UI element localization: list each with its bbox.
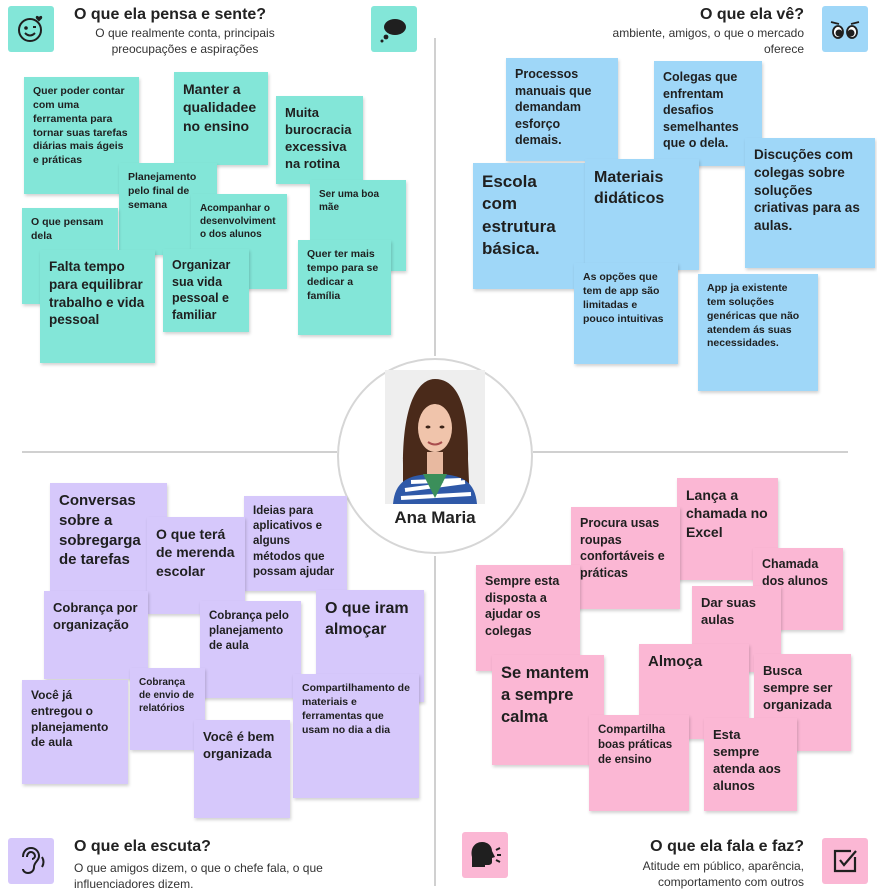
sticky-note-purple-cobranca-pelo-planejamento-de-au[interactable]: Cobrança pelo planejamento de aula [200,601,301,698]
sticky-note-purple-o-que-tera-de-merenda-escolar[interactable]: O que terá de merenda escolar [147,517,245,614]
sticky-note-blue-discucoes-com-colegas-sobre-solu[interactable]: Discuções com colegas sobre soluções cri… [745,138,875,268]
sticky-note-blue-materiais-didaticos[interactable]: Materiais didáticos [585,159,699,270]
smile-heart-icon [8,6,54,52]
ear-icon [8,838,54,884]
thought-bubble-icon [371,6,417,52]
persona-name: Ana Maria [394,508,476,527]
sticky-note-blue-as-opcoes-que-tem-de-app-sao-lim[interactable]: As opções que tem de app são limitadas e… [574,263,678,364]
quadrant-subtitle-pensa-sente: O que realmente conta, principais preocu… [95,26,275,56]
sticky-note-blue-colegas-que-enfrentam-desafios-s[interactable]: Colegas que enfrentam desafios semelhant… [654,61,762,166]
sticky-note-purple-compartilhamento-de-materiais-e-[interactable]: Compartilhamento de materiais e ferramen… [293,674,419,798]
sticky-note-blue-escola-com-estrutura-basica[interactable]: Escola com estrutura básica. [473,163,585,289]
sticky-note-purple-ideias-para-aplicativos-e-alguns[interactable]: Ideias para aplicativos e alguns métodos… [244,496,347,591]
sticky-note-green-falta-tempo-para-equilibrar-trab[interactable]: Falta tempo para equilibrar trabalho e v… [40,250,155,363]
sticky-note-pink-sempre-esta-disposta-a-ajudar-os[interactable]: Sempre esta disposta a ajudar os colegas [476,565,580,671]
sticky-note-pink-esta-sempre-atenda-aos-alunos[interactable]: Esta sempre atenda aos alunos [704,718,797,811]
sticky-note-pink-procura-usas-roupas-confortaveis[interactable]: Procura usas roupas confortáveis e práti… [571,507,680,609]
quadrant-title-fala-faz: O que ela fala e faz? [650,838,804,855]
vertical-axis-top [434,38,436,356]
sticky-note-green-quer-poder-contar-com-uma-ferram[interactable]: Quer poder contar com uma ferramenta par… [24,77,139,194]
quadrant-title-ve: O que ela vê? [699,6,804,23]
sticky-note-pink-se-mantem-a-sempre-calma[interactable]: Se mantem a sempre calma [492,655,604,765]
quadrant-subtitle-escuta: O que amigos dizem, o que o chefe fala, … [74,861,323,891]
horizontal-axis-right [533,451,848,453]
edit-check-icon [822,838,868,884]
vertical-axis-bottom [434,556,436,886]
sticky-note-green-organizar-sua-vida-pessoal-e-fam[interactable]: Organizar sua vida pessoal e familiar [163,249,249,332]
sticky-note-green-quer-ter-mais-tempo-para-se-dedi[interactable]: Quer ter mais tempo para se dedicar a fa… [298,240,391,335]
eyes-icon [822,6,868,52]
sticky-note-purple-cobranca-de-envio-de-relatorios[interactable]: Cobrança de envio de relatórios [130,668,205,750]
horizontal-axis-left [22,451,337,453]
sticky-note-purple-voce-ja-entregou-o-planejamento-[interactable]: Você já entregou o planejamento de aula [22,680,128,784]
quadrant-subtitle-fala-faz: Atitude em público, aparência, comportam… [642,859,804,889]
sticky-note-pink-compartilha-boas-praticas-de-ens[interactable]: Compartilha boas práticas de ensino [589,715,689,811]
sticky-note-green-muita-burocracia-excessiva-na-ro[interactable]: Muita burocracia excessiva na rotina [276,96,363,184]
sticky-note-purple-cobranca-por-organizacao[interactable]: Cobrança por organização [44,591,148,679]
sticky-note-blue-app-ja-existente-tem-solucoes-ge[interactable]: App ja existente tem soluções genéricas … [698,274,818,391]
speaking-head-icon [462,832,508,878]
persona-photo [385,370,485,504]
sticky-note-purple-voce-e-bem-organizada[interactable]: Você é bem organizada [194,720,290,818]
quadrant-title-pensa-sente: O que ela pensa e sente? [74,6,267,23]
quadrant-title-escuta: O que ela escuta? [74,838,211,855]
sticky-note-blue-processos-manuais-que-demandam-e[interactable]: Processos manuais que demandam esforço d… [506,58,618,161]
quadrant-subtitle-ve: ambiente, amigos, o que o mercado oferec… [612,26,804,56]
sticky-note-green-manter-a-qualidadee-no-ensino[interactable]: Manter a qualidadee no ensino [174,72,268,165]
